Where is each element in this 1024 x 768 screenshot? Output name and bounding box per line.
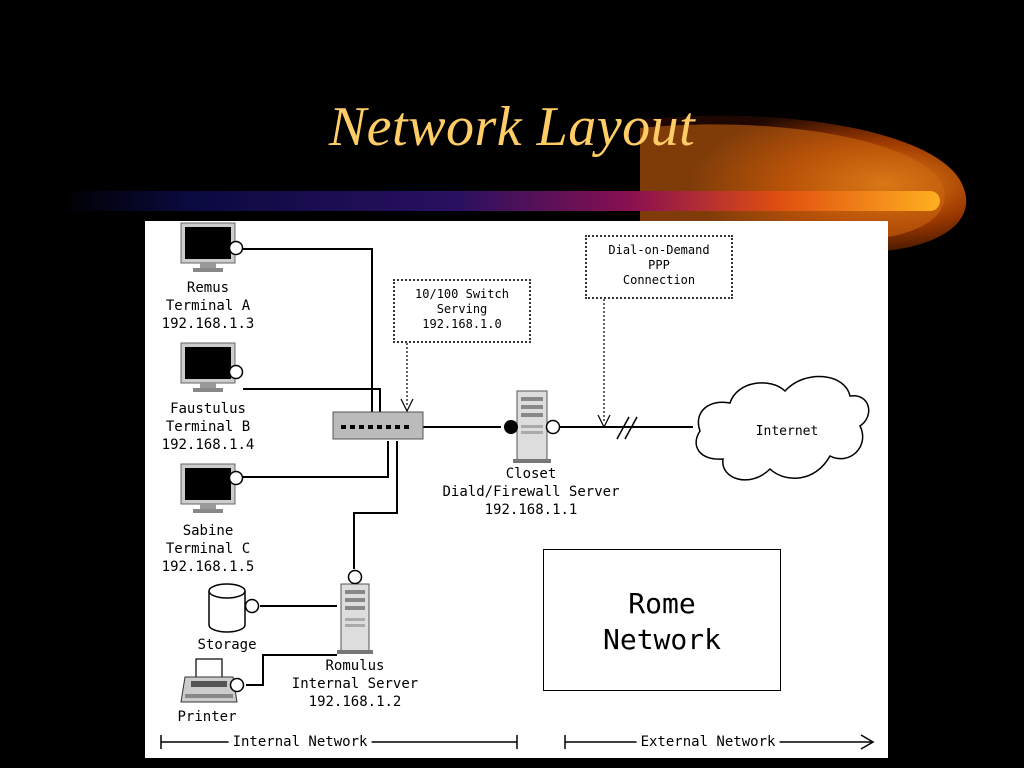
link-faustulus	[243, 388, 381, 416]
firewall-server-label: Closet Diald/Firewall Server 192.168.1.1	[442, 466, 620, 518]
internet-cloud-icon	[695, 375, 870, 481]
network-name-box: Rome Network	[543, 549, 781, 691]
server-icon	[504, 390, 561, 463]
internal-network-span: Internal Network	[228, 733, 372, 751]
server-icon	[337, 569, 373, 654]
monitor-icon	[180, 463, 244, 513]
terminal-label: Faustulus Terminal B 192.168.1.4	[161, 401, 255, 453]
internet-label: Internet	[755, 424, 819, 439]
printer-label: Printer	[177, 709, 237, 725]
terminal-label: Remus Terminal A 192.168.1.3	[161, 280, 255, 332]
link-printer	[246, 654, 337, 686]
monitor-icon	[180, 222, 244, 272]
external-network-span: External Network	[636, 733, 780, 751]
storage-icon	[208, 583, 260, 633]
diagram-graphics	[160, 222, 875, 750]
internal-server-label: Romulus Internal Server 192.168.1.2	[291, 658, 419, 710]
network-diagram: Remus Terminal A 192.168.1.3 Faustulus T…	[145, 221, 888, 758]
switch-note: 10/100 Switch Serving 192.168.1.0	[393, 279, 531, 343]
slide-title: Network Layout	[328, 96, 696, 158]
dialup-note: Dial-on-Demand PPP Connection	[585, 235, 733, 299]
switch-icon	[332, 411, 424, 440]
link-romulus	[353, 441, 398, 569]
link-sabine	[243, 441, 389, 478]
monitor-icon	[180, 342, 244, 392]
link-remus	[243, 248, 378, 417]
storage-label: Storage	[197, 637, 257, 653]
terminal-label: Sabine Terminal C 192.168.1.5	[161, 523, 255, 575]
printer-icon	[180, 658, 245, 703]
